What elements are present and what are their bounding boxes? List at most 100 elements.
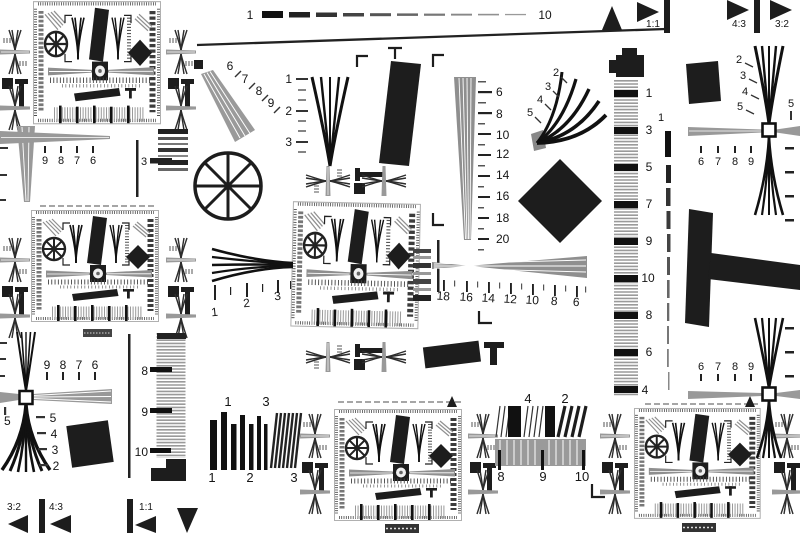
scale-label: 1 bbox=[211, 305, 219, 320]
scale-label: 7 bbox=[242, 72, 249, 86]
scale-label: 14 bbox=[481, 291, 496, 306]
left-striped-strip: 8 9 10 bbox=[135, 333, 186, 481]
star-wheel-icon bbox=[193, 151, 263, 221]
triangle-left-icon bbox=[135, 516, 156, 533]
center-vertical-sweep bbox=[454, 77, 476, 240]
scale-label: 10 bbox=[135, 445, 149, 459]
scale-label: 9 bbox=[141, 405, 148, 419]
scale-label: 10 bbox=[641, 271, 655, 285]
scale-label: 2 bbox=[246, 470, 253, 485]
center-vertical-ladder: 6 8 10 12 14 16 18 20 bbox=[478, 81, 510, 251]
scale-label: 9 bbox=[44, 358, 51, 372]
triangle-down-icon bbox=[177, 508, 198, 533]
scale-label: 7 bbox=[646, 197, 653, 211]
scale-label: 9 bbox=[748, 361, 754, 373]
scale-label: 10 bbox=[538, 8, 552, 22]
tilted-square bbox=[66, 420, 114, 468]
aspect-markers-bottom-left: 3:2 4:3 1:1 bbox=[7, 499, 198, 533]
scale-label: 3 bbox=[262, 394, 269, 409]
right-labeled-cross-top: 2 3 4 5 5 6 7 8 9 bbox=[688, 45, 800, 222]
scale-label: 4 bbox=[524, 391, 531, 406]
scale-label: 8 bbox=[550, 294, 558, 308]
scale-label: 5 bbox=[50, 411, 57, 425]
triangle-right-icon bbox=[637, 2, 659, 22]
curved-fan-2345: 2 3 4 5 bbox=[527, 67, 608, 151]
scale-label: 2 bbox=[553, 67, 559, 79]
scale-label: 2 bbox=[736, 54, 742, 66]
scale-label: 16 bbox=[459, 290, 474, 305]
left-row-1: 9 8 7 6 3 bbox=[0, 126, 188, 202]
scale-label: 8 bbox=[60, 358, 67, 372]
registration-bracket-icon bbox=[355, 46, 605, 499]
triangle-right-icon bbox=[770, 0, 792, 20]
aspect-label: 3:2 bbox=[775, 19, 789, 30]
stripe-block bbox=[385, 523, 716, 533]
scale-label: 3 bbox=[646, 123, 653, 137]
aspect-label: 3:2 bbox=[7, 502, 21, 513]
scale-label: 5 bbox=[737, 101, 743, 113]
aspect-label: 4:3 bbox=[49, 502, 63, 513]
scale-label: 9 bbox=[646, 234, 653, 248]
tilted-bar bbox=[379, 61, 421, 166]
scale-label: 18 bbox=[436, 289, 451, 304]
scale-label: 5 bbox=[527, 107, 533, 119]
right-sweep-strip: 1 3 5 7 9 10 8 6 4 bbox=[614, 80, 655, 397]
right-dash-scale: 1 bbox=[658, 112, 671, 390]
triangle-left-icon bbox=[8, 515, 28, 533]
triangle-up-icon bbox=[447, 396, 457, 407]
scale-label: 10 bbox=[575, 469, 589, 484]
scale-label: 6 bbox=[572, 295, 580, 309]
scale-label: 3 bbox=[285, 135, 292, 149]
scale-label: 7 bbox=[715, 361, 721, 373]
scale-label: 8 bbox=[732, 156, 738, 168]
scale-label: 18 bbox=[496, 211, 510, 225]
scale-label: 12 bbox=[503, 292, 518, 307]
top-dash-scale: 1 10 bbox=[247, 8, 552, 22]
diagonal-fan-6789: 6 7 8 9 bbox=[201, 59, 281, 142]
scale-label: 8 bbox=[732, 361, 738, 373]
tilted-bar bbox=[422, 340, 482, 369]
diamond-icon bbox=[518, 159, 602, 243]
scale-label: 20 bbox=[496, 232, 510, 246]
scale-label: 3 bbox=[545, 81, 551, 93]
scale-label: 9 bbox=[42, 155, 48, 167]
right-labeled-cross-bottom: 6 7 8 9 bbox=[688, 317, 800, 459]
center-top-wedge: 1 2 3 bbox=[285, 72, 350, 167]
scale-label: 1 bbox=[285, 72, 292, 86]
scale-label: 9 bbox=[748, 156, 754, 168]
triangle-up-icon bbox=[602, 6, 622, 30]
aspect-markers-top-right: 1:1 4:3 3:2 bbox=[602, 0, 792, 33]
scale-label: 16 bbox=[496, 189, 510, 203]
barcode-left: 1 3 1 2 3 bbox=[208, 394, 303, 485]
scale-label: 6 bbox=[90, 155, 96, 167]
scale-label: 2 bbox=[561, 391, 568, 406]
scale-label: 2 bbox=[285, 104, 292, 118]
scale-label: 8 bbox=[141, 364, 148, 378]
center-left-trumpet: 1 2 3 bbox=[211, 247, 294, 320]
scale-label: 2 bbox=[53, 459, 60, 473]
aspect-label: 4:3 bbox=[732, 19, 746, 30]
scale-label: 1 bbox=[224, 394, 231, 409]
black-square bbox=[194, 60, 203, 69]
scale-label: 8 bbox=[256, 84, 263, 98]
scale-label: 6 bbox=[227, 59, 234, 73]
scale-label: 3 bbox=[52, 443, 59, 457]
triangle-left-icon bbox=[50, 515, 71, 533]
scale-label: 6 bbox=[698, 156, 704, 168]
scale-label: 3 bbox=[740, 70, 746, 82]
scale-label: 6 bbox=[92, 358, 99, 372]
scale-label: 3 bbox=[274, 289, 282, 304]
scale-label: 2 bbox=[243, 296, 251, 311]
scale-label: 4 bbox=[642, 383, 649, 397]
triangle-right-icon bbox=[727, 0, 749, 20]
scale-label: 8 bbox=[497, 469, 504, 484]
scale-label: 7 bbox=[76, 358, 83, 372]
t-mark-icon bbox=[484, 342, 504, 365]
scale-label: 8 bbox=[646, 308, 653, 322]
big-rotated-t bbox=[685, 209, 800, 327]
scale-label: 1 bbox=[208, 470, 215, 485]
scale-label: 1 bbox=[247, 8, 254, 22]
scale-label: 10 bbox=[525, 293, 540, 308]
